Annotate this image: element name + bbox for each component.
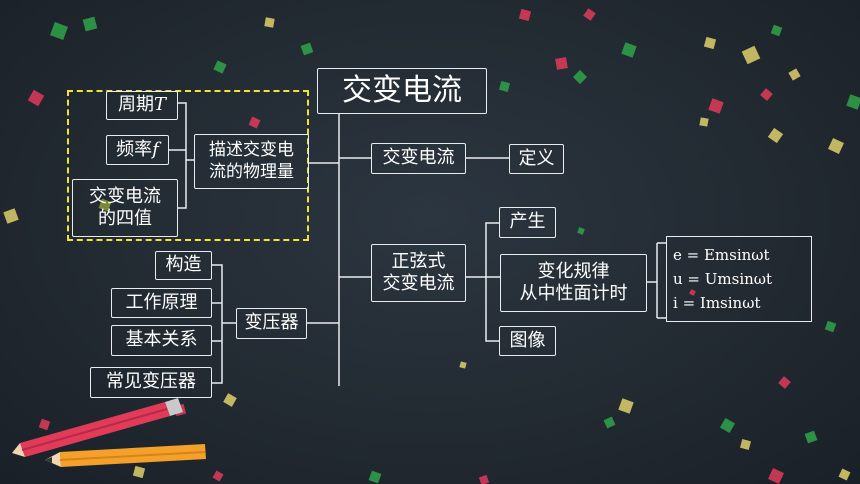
confetti-square: [708, 98, 724, 114]
definition-node: 定义: [509, 144, 564, 174]
frequency-label: 频率: [116, 138, 153, 160]
working-principle-node: 工作原理: [111, 288, 212, 318]
confetti-square: [368, 470, 382, 484]
frequency-symbol: f: [152, 138, 159, 160]
confetti-square: [828, 138, 844, 154]
orange-pencil: [45, 444, 206, 467]
confetti-square: [760, 88, 773, 101]
confetti-square: [248, 116, 261, 129]
confetti-square: [699, 117, 709, 127]
formula-u: u = Umsinωt: [673, 270, 773, 288]
confetti-square: [739, 438, 752, 451]
period-label: 周期: [117, 94, 154, 116]
confetti-square: [846, 94, 860, 110]
confetti-square: [213, 60, 227, 74]
confetti-square: [838, 468, 851, 481]
confetti-square: [621, 42, 637, 58]
confetti-square: [300, 42, 314, 56]
transformer-node: 变压器: [236, 308, 307, 339]
root-title: 交变电流: [317, 68, 487, 114]
describe-quantities-node: 描述交变电 流的物理量: [194, 134, 309, 189]
confetti-square: [82, 16, 98, 32]
confetti-square: [459, 361, 467, 369]
confetti-square: [555, 57, 568, 70]
variation-law-node: 变化规律 从中性面计时: [500, 254, 647, 312]
confetti-square: [788, 68, 801, 81]
confetti-square: [768, 468, 784, 484]
confetti-square: [719, 417, 736, 434]
confetti-square: [98, 198, 112, 212]
confetti-square: [770, 24, 783, 37]
confetti-square: [804, 430, 818, 444]
confetti-square: [583, 8, 596, 21]
graph-node: 图像: [499, 326, 556, 356]
confetti-square: [38, 418, 51, 431]
confetti-square: [498, 80, 511, 93]
confetti-square: [223, 393, 237, 407]
structure-node: 构造: [155, 251, 212, 280]
confetti-square: [767, 127, 784, 144]
confetti-square: [741, 45, 761, 65]
ac-node: 交变电流: [371, 143, 466, 174]
confetti-square: [50, 22, 68, 40]
confetti-square: [703, 36, 717, 50]
confetti-square: [27, 89, 45, 107]
confetti-square: [603, 416, 616, 429]
basic-relation-node: 基本关系: [111, 325, 212, 356]
red-pencil: [12, 398, 183, 457]
sine-ac-node: 正弦式 交变电流: [371, 244, 466, 302]
confetti-square: [478, 474, 490, 484]
confetti-square: [3, 208, 19, 224]
confetti-square: [778, 376, 791, 389]
confetti-square: [824, 320, 837, 333]
formula-i: i = Imsinωt: [673, 294, 761, 312]
common-transformer-node: 常见变压器: [90, 367, 212, 398]
formulas-box: e = Emsinωt u = Umsinωt i = Imsinωt: [666, 236, 812, 322]
four-values-node: 交变电流 的四值: [72, 179, 178, 237]
produce-node: 产生: [499, 207, 556, 238]
confetti-square: [132, 465, 146, 479]
confetti-square: [212, 470, 224, 482]
confetti-square: [577, 227, 585, 235]
confetti-square: [618, 398, 634, 414]
confetti-square: [518, 8, 532, 22]
confetti-square: [572, 69, 588, 85]
confetti-square: [264, 17, 275, 28]
formula-e: e = Emsinωt: [673, 246, 770, 264]
period-symbol: T: [153, 94, 166, 116]
confetti-square: [689, 289, 696, 296]
